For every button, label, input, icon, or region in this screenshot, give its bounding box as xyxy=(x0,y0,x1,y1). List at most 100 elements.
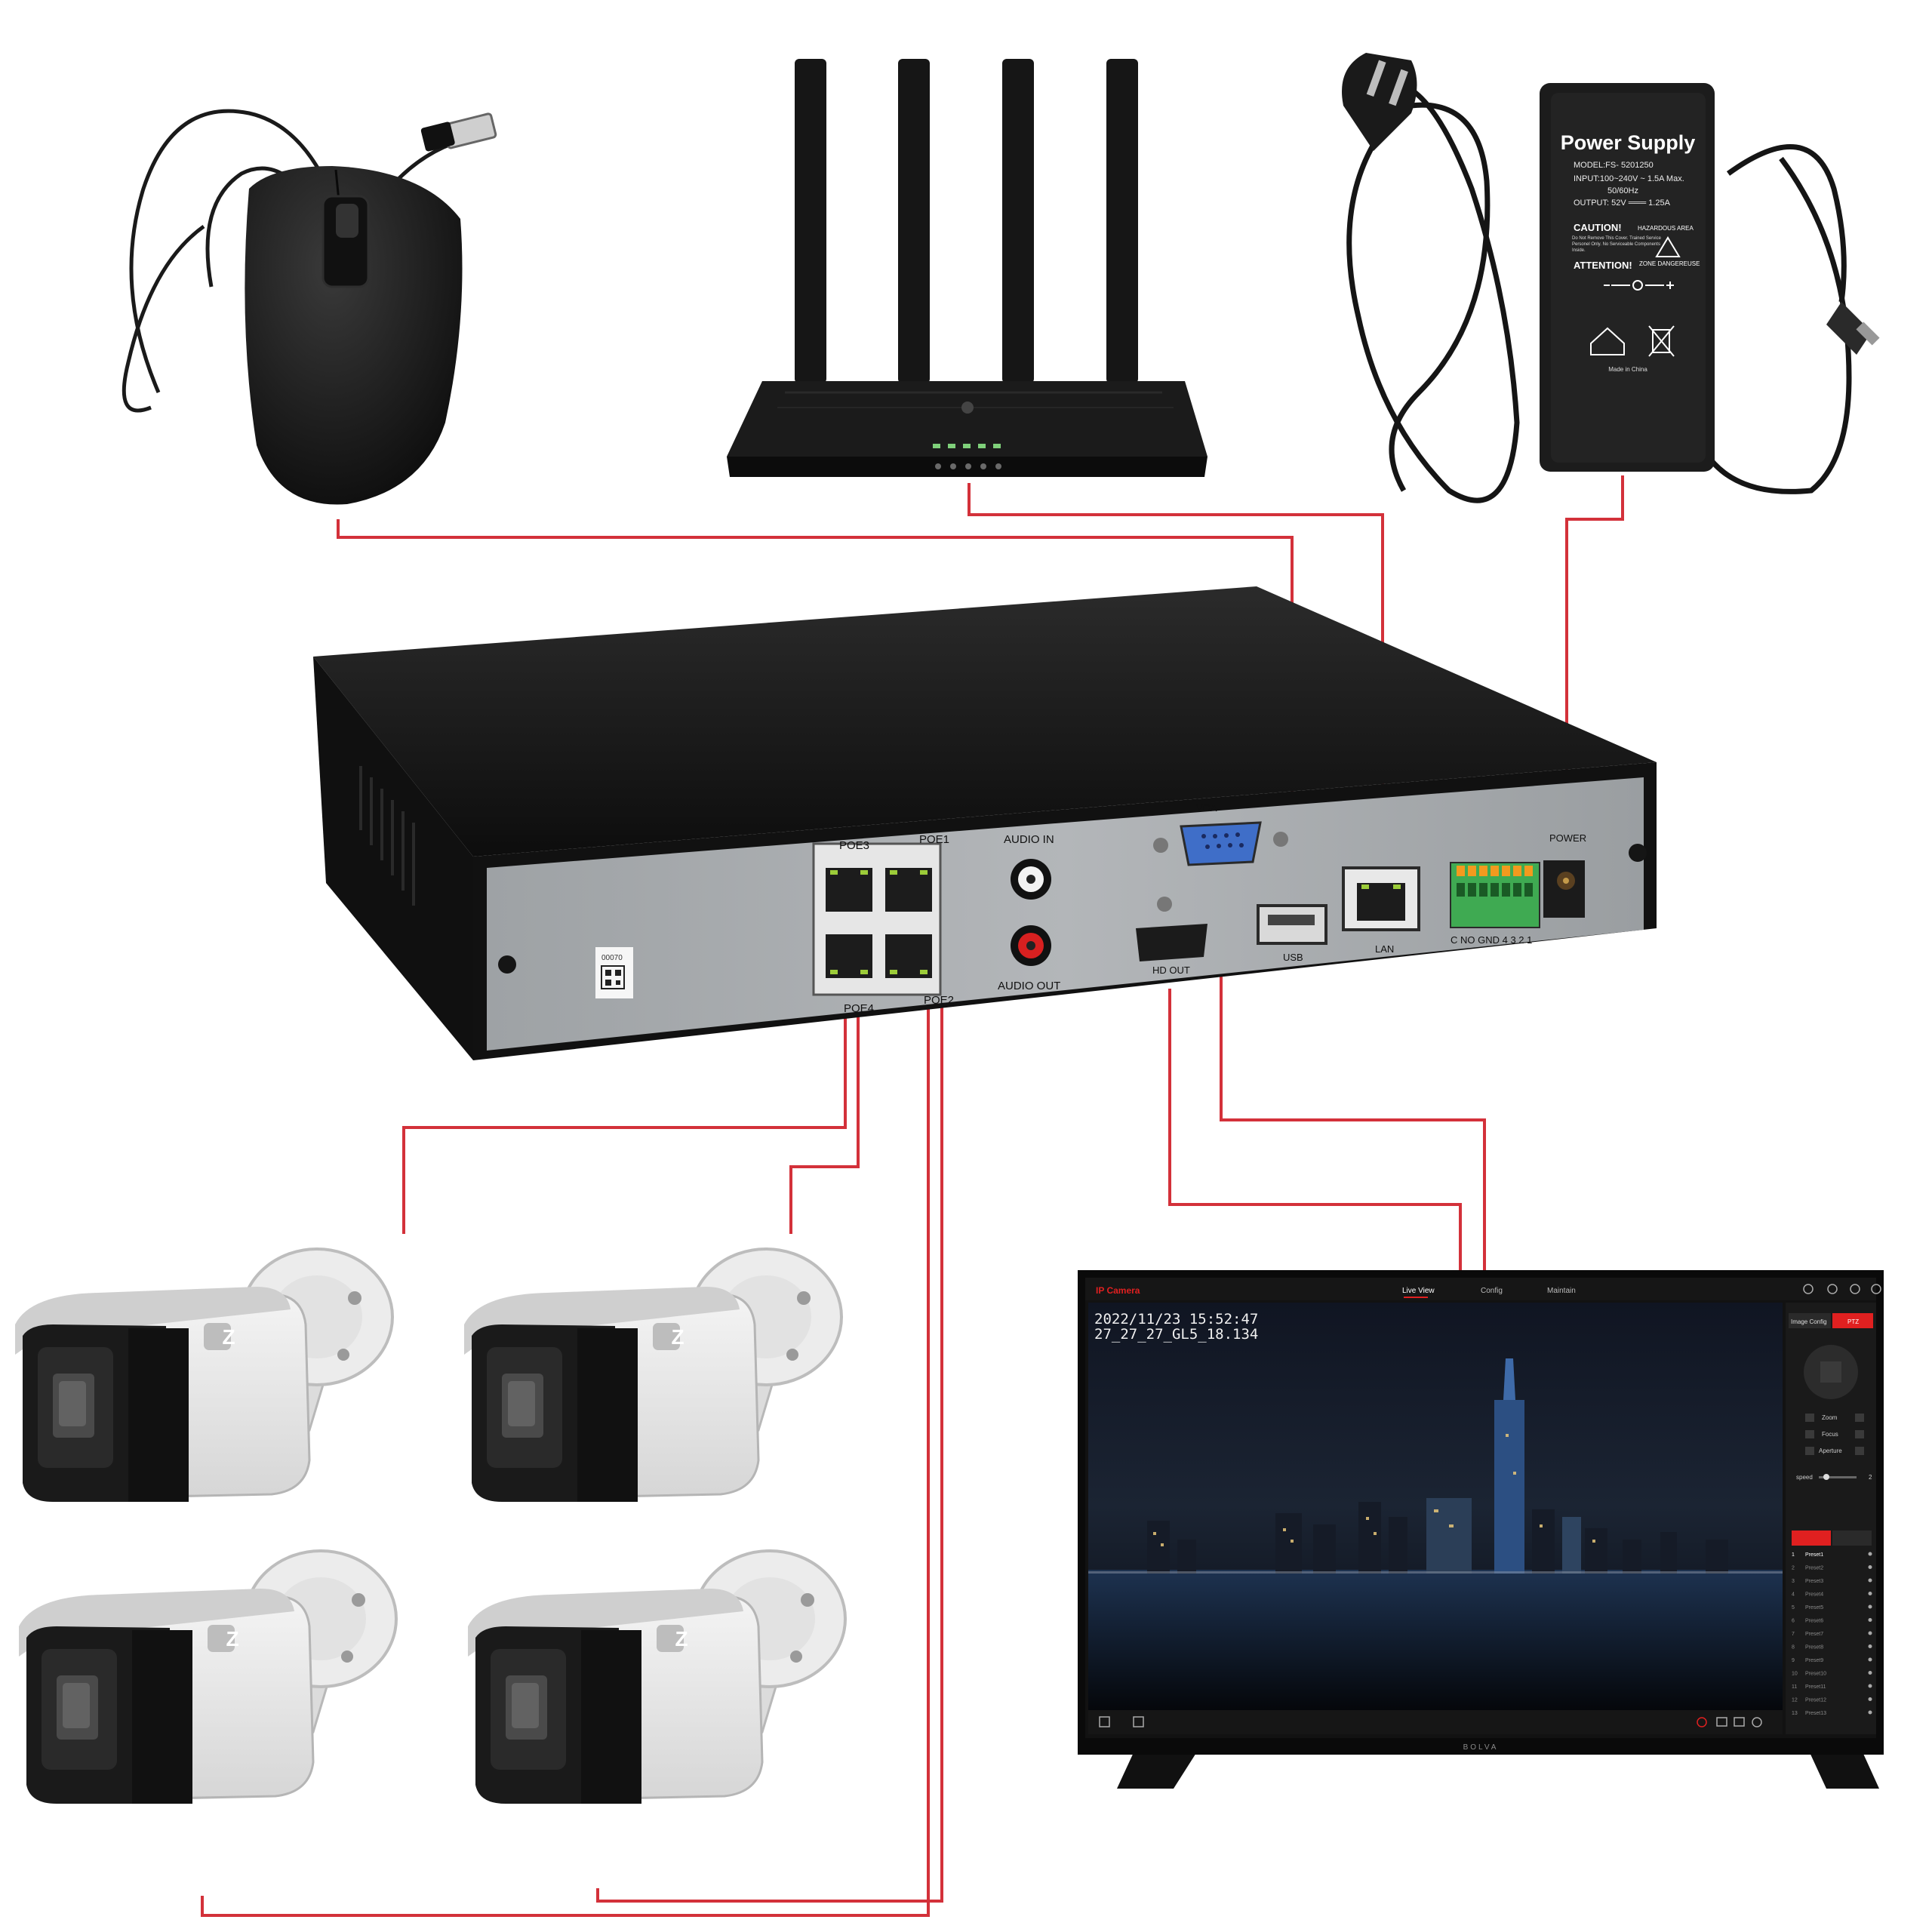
psu-input: INPUT:100~240V ~ 1.5A Max. xyxy=(1574,174,1684,183)
preset-label: Preset1 xyxy=(1805,1552,1823,1558)
video-toolbar xyxy=(1088,1710,1783,1734)
preset-label: Preset4 xyxy=(1805,1592,1823,1598)
psu-hazard: HAZARDOUS AREA xyxy=(1638,225,1694,232)
osd-timestamp: 2022/11/23 15:52:47 xyxy=(1094,1311,1258,1327)
patrol-tab[interactable] xyxy=(1832,1531,1872,1546)
monitor: BOLVA IP Camera Live View Config Maintai… xyxy=(1078,1270,1884,1789)
ptz-zoom-label: Zoom xyxy=(1822,1414,1838,1421)
preset-call-icon[interactable] xyxy=(1869,1592,1872,1595)
port-label-terminals: C NO GND 4 3 2 1 xyxy=(1451,934,1532,946)
preset-call-icon[interactable] xyxy=(1869,1671,1872,1675)
preset-number: 4 xyxy=(1792,1592,1795,1598)
preset-number: 13 xyxy=(1792,1711,1798,1716)
preset-call-icon[interactable] xyxy=(1869,1632,1872,1635)
camera-badge: Z xyxy=(226,1627,238,1651)
port-label-power: POWER xyxy=(1549,832,1586,844)
preset-label: Preset8 xyxy=(1805,1645,1823,1651)
preset-call-icon[interactable] xyxy=(1869,1684,1872,1688)
router xyxy=(727,59,1208,477)
preset-tab[interactable] xyxy=(1792,1531,1831,1546)
tab-image-config-label: Image Config xyxy=(1791,1318,1827,1325)
preset-label: Preset11 xyxy=(1805,1684,1826,1690)
preset-call-icon[interactable] xyxy=(1869,1605,1872,1609)
camera-3: Z xyxy=(19,1551,396,1804)
preset-label: Preset3 xyxy=(1805,1579,1823,1584)
preset-call-icon[interactable] xyxy=(1869,1658,1872,1662)
camera-1: Z xyxy=(15,1249,392,1502)
preset-label: Preset7 xyxy=(1805,1632,1823,1637)
preset-call-icon[interactable] xyxy=(1869,1711,1872,1715)
tab-maintain[interactable]: Maintain xyxy=(1547,1287,1576,1295)
zoom-in-button[interactable] xyxy=(1855,1414,1864,1422)
port-label-lan: LAN xyxy=(1375,943,1394,955)
port-label-poe4: POE4 xyxy=(844,1002,874,1015)
preset-call-icon[interactable] xyxy=(1869,1618,1872,1622)
wire-hd-to-monitor xyxy=(1170,989,1460,1275)
psu-model: MODEL:FS- 5201250 xyxy=(1574,161,1654,170)
port-label-hd-out: HD OUT xyxy=(1152,964,1190,976)
preset-number: 6 xyxy=(1792,1619,1795,1624)
preset-call-icon[interactable] xyxy=(1869,1565,1872,1569)
port-label-audio-out: AUDIO OUT xyxy=(998,980,1060,992)
monitor-brand: BOLVA xyxy=(1463,1743,1499,1752)
ptz-direction-pad[interactable] xyxy=(1804,1345,1858,1399)
psu-caution: CAUTION! xyxy=(1574,222,1622,233)
preset-call-icon[interactable] xyxy=(1869,1579,1872,1583)
psu-attention: ATTENTION! xyxy=(1574,260,1632,271)
camera-4: Z xyxy=(468,1551,845,1804)
preset-number: 12 xyxy=(1792,1698,1798,1703)
preset-label: Preset13 xyxy=(1805,1711,1826,1716)
port-label-poe1: POE1 xyxy=(919,833,949,846)
preset-number: 8 xyxy=(1792,1645,1795,1651)
preset-call-icon[interactable] xyxy=(1869,1644,1872,1648)
psu-made-in: Made in China xyxy=(1608,366,1647,373)
preset-label: Preset2 xyxy=(1805,1566,1823,1571)
tab-ptz-label: PTZ xyxy=(1847,1318,1859,1325)
ptz-controls: Zoom Focus Aperture xyxy=(1805,1414,1864,1455)
preset-call-icon[interactable] xyxy=(1869,1697,1872,1701)
port-label-vga: VGA xyxy=(1196,802,1217,814)
preset-label: Preset10 xyxy=(1805,1672,1826,1677)
camera-badge: Z xyxy=(222,1325,235,1349)
nvr-recorder: POE3 POE1 POE4 POE2 AUDIO IN AUDIO OUT V… xyxy=(313,586,1657,1060)
power-supply: Power Supply MODEL:FS- 5201250 INPUT:100… xyxy=(1342,53,1880,500)
camera-badge: Z xyxy=(671,1325,684,1349)
preset-label: Preset6 xyxy=(1805,1619,1823,1624)
osd-camera-id: 27_27_27_GL5_18.134 xyxy=(1094,1326,1258,1343)
port-label-poe3: POE3 xyxy=(839,839,869,852)
app-title: IP Camera xyxy=(1096,1285,1140,1296)
psu-freq: 50/60Hz xyxy=(1607,186,1638,195)
preset-number: 7 xyxy=(1792,1632,1795,1637)
aperture-in-button[interactable] xyxy=(1855,1447,1864,1455)
tab-live-view[interactable]: Live View xyxy=(1402,1287,1435,1295)
focus-out-button[interactable] xyxy=(1805,1430,1814,1438)
psu-title: Power Supply xyxy=(1561,131,1696,154)
speed-label: speed xyxy=(1796,1474,1813,1481)
psu-danger: ZONE DANGEREUSE xyxy=(1639,260,1700,267)
port-label-audio-in: AUDIO IN xyxy=(1004,833,1054,846)
mouse xyxy=(124,111,496,504)
tab-config[interactable]: Config xyxy=(1481,1287,1503,1295)
preset-number: 2 xyxy=(1792,1566,1795,1571)
ptz-focus-label: Focus xyxy=(1822,1431,1838,1438)
speed-value: 2 xyxy=(1869,1474,1872,1481)
ptz-aperture-label: Aperture xyxy=(1819,1447,1842,1454)
nvr-serial: 00070 xyxy=(601,954,623,962)
port-label-poe2: POE2 xyxy=(924,994,954,1007)
zoom-out-button[interactable] xyxy=(1805,1414,1814,1422)
preset-number: 5 xyxy=(1792,1605,1795,1611)
preset-label: Preset12 xyxy=(1805,1698,1826,1703)
preset-number: 11 xyxy=(1792,1684,1797,1690)
preset-number: 1 xyxy=(1792,1552,1795,1558)
camera-badge: Z xyxy=(675,1627,688,1651)
aperture-out-button[interactable] xyxy=(1805,1447,1814,1455)
psu-caution-note: Do Not Remove This Cover. Trained Servic… xyxy=(1572,235,1663,254)
preset-number: 10 xyxy=(1792,1672,1798,1677)
preset-call-icon[interactable] xyxy=(1869,1552,1872,1556)
psu-output: OUTPUT: 52V ═══ 1.25A xyxy=(1574,198,1671,208)
focus-in-button[interactable] xyxy=(1855,1430,1864,1438)
preset-number: 9 xyxy=(1792,1658,1795,1663)
camera-2: Z xyxy=(464,1249,841,1502)
port-label-usb: USB xyxy=(1283,952,1303,963)
